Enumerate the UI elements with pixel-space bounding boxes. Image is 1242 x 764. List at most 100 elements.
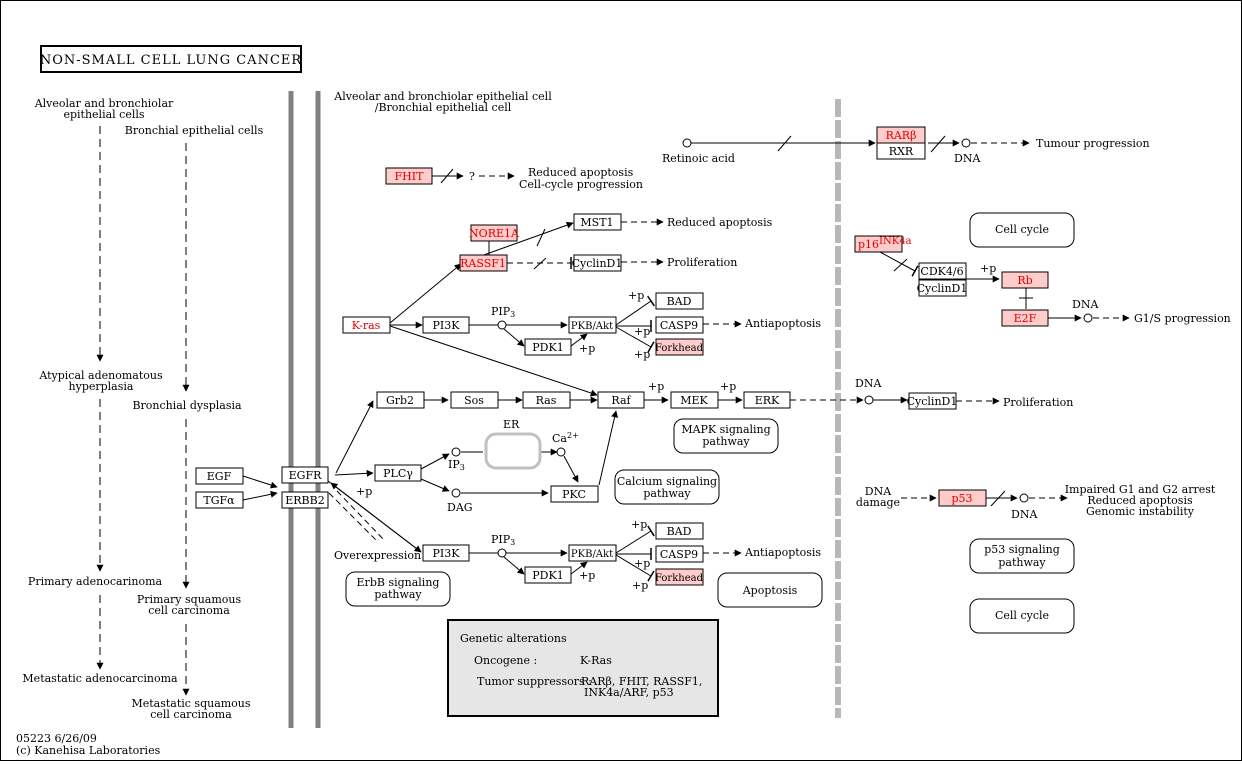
gene-pdk1-b[interactable]: PDK1 [524, 566, 572, 584]
gene-mek[interactable]: MEK [670, 391, 719, 409]
gene-mst1[interactable]: MST1 [573, 213, 622, 231]
gene-rb[interactable]: Rb [1001, 271, 1049, 289]
footer-copyright: (c) Kanehisa Laboratories [16, 744, 161, 757]
svg-text:pathway: pathway [643, 487, 691, 500]
gene-egfr[interactable]: EGFR [281, 466, 329, 484]
svg-text:PLCγ: PLCγ [383, 467, 413, 480]
svg-text:Raf: Raf [611, 394, 631, 407]
gene-forkhead-a[interactable]: Forkhead [655, 338, 704, 356]
gene-rarb[interactable]: RARβ [876, 126, 926, 144]
gene-erk[interactable]: ERK [743, 391, 791, 409]
svg-text:+p: +p [634, 348, 650, 361]
svg-text:+p: +p [579, 342, 595, 355]
svg-text:PKC: PKC [562, 488, 586, 501]
svg-text:DNA: DNA [954, 152, 981, 165]
svg-text:FHIT: FHIT [395, 170, 425, 183]
atypical-label: Atypical adenomatous [38, 369, 163, 382]
genetic-alterations-legend: Genetic alterations Oncogene : K-Ras Tum… [447, 619, 719, 717]
gene-p16[interactable]: p16INK4a [854, 235, 912, 253]
svg-text:hyperplasia: hyperplasia [69, 380, 134, 393]
svg-text:+p: +p [632, 579, 648, 592]
svg-text:Reduced apoptosis: Reduced apoptosis [1087, 494, 1193, 507]
svg-text:CyclinD1: CyclinD1 [572, 257, 623, 270]
svg-text:p53: p53 [951, 492, 972, 505]
svg-text:MAPK signaling: MAPK signaling [681, 423, 770, 436]
svg-text:PDK1: PDK1 [532, 569, 563, 582]
gene-bad-b[interactable]: BAD [655, 522, 704, 540]
gene-p53[interactable]: p53 [938, 489, 987, 507]
gene-pi3k-a[interactable]: PI3K [422, 316, 470, 334]
svg-text:pathway: pathway [998, 556, 1046, 569]
svg-text:BAD: BAD [667, 295, 692, 308]
gene-rassf1[interactable]: RASSF1 [459, 254, 508, 272]
svg-text:CDK4/6: CDK4/6 [920, 265, 963, 278]
svg-text:Cell cycle: Cell cycle [995, 223, 1049, 236]
svg-text:EGFR: EGFR [289, 469, 322, 482]
gene-e2f[interactable]: E2F [1001, 309, 1049, 327]
svg-text:Ca2+: Ca2+ [552, 431, 579, 445]
gene-pi3k-b[interactable]: PI3K [422, 544, 470, 562]
svg-text:PIP3: PIP3 [491, 305, 515, 319]
gene-forkhead-b[interactable]: Forkhead [655, 568, 704, 586]
svg-text:Impaired G1 and G2 arrest: Impaired G1 and G2 arrest [1065, 483, 1216, 496]
gene-cdk46[interactable]: CDK4/6 [918, 262, 967, 280]
gene-nore1a[interactable]: NORE1A [469, 224, 520, 242]
svg-text:Apoptosis: Apoptosis [742, 584, 798, 597]
svg-text:+p: +p [631, 518, 647, 531]
svg-text:ERK: ERK [755, 394, 780, 407]
map-cell-cycle-2[interactable]: Cell cycle [969, 598, 1075, 634]
gene-tgfa[interactable]: TGFα [195, 491, 244, 509]
svg-text:TGFα: TGFα [203, 494, 235, 507]
diagram-title: NON-SMALL CELL LUNG CANCER [40, 45, 303, 73]
svg-text:Antiapoptosis: Antiapoptosis [744, 546, 821, 559]
er-compartment [484, 432, 542, 470]
svg-text:DNA: DNA [1011, 508, 1038, 521]
svg-text:ErbB signaling: ErbB signaling [357, 576, 440, 589]
gene-plcg[interactable]: PLCγ [374, 464, 422, 482]
svg-text:+p: +p [648, 380, 664, 393]
svg-text:Cell cycle: Cell cycle [995, 609, 1049, 622]
gene-grb2[interactable]: Grb2 [376, 391, 425, 409]
gene-cyclind1-b[interactable]: CyclinD1 [907, 392, 958, 410]
gene-bad-a[interactable]: BAD [655, 292, 704, 310]
gene-pkb-b[interactable]: PKB/Akt [568, 544, 617, 562]
svg-text:PDK1: PDK1 [532, 341, 563, 354]
bronchial-dysplasia-label: Bronchial dysplasia [132, 399, 242, 412]
svg-text:CASP9: CASP9 [660, 548, 698, 561]
map-apoptosis[interactable]: Apoptosis [717, 572, 823, 608]
svg-text:PI3K: PI3K [433, 547, 461, 560]
svg-text:CyclinD1: CyclinD1 [917, 282, 968, 295]
gene-pdk1-a[interactable]: PDK1 [524, 338, 572, 356]
alveolar-label: Alveolar and bronchiolar [34, 97, 174, 110]
labels: ? Reduced apoptosis Cell-cycle progressi… [334, 137, 1231, 592]
gene-cyclind1-a[interactable]: CyclinD1 [572, 254, 623, 272]
gene-ras[interactable]: Ras [522, 391, 571, 409]
gene-pkc[interactable]: PKC [550, 485, 599, 503]
gene-pkb-a[interactable]: PKB/Akt [568, 316, 617, 334]
svg-text:Proliferation: Proliferation [667, 256, 737, 269]
svg-text:Forkhead: Forkhead [655, 343, 704, 354]
svg-text:Overexpression: Overexpression [334, 549, 421, 562]
gene-rxr[interactable]: RXR [876, 142, 926, 160]
map-cell-cycle-1[interactable]: Cell cycle [969, 212, 1075, 248]
svg-text:Tumor suppressors :: Tumor suppressors : [477, 675, 592, 688]
svg-text:NORE1A: NORE1A [469, 227, 520, 240]
gene-casp9-b[interactable]: CASP9 [655, 545, 704, 563]
primary-squamous-label: Primary squamous [137, 593, 242, 606]
svg-text:Rb: Rb [1017, 274, 1032, 287]
gene-cyclind1-c[interactable]: CyclinD1 [917, 279, 968, 297]
svg-text:NON-SMALL CELL LUNG CANCER: NON-SMALL CELL LUNG CANCER [40, 53, 303, 68]
gene-fhit[interactable]: FHIT [385, 167, 433, 185]
gene-kras[interactable]: K-ras [342, 316, 391, 334]
gene-raf[interactable]: Raf [597, 391, 645, 409]
gene-sos[interactable]: Sos [450, 391, 499, 409]
gene-casp9-a[interactable]: CASP9 [655, 316, 704, 334]
svg-text:INK4a/ARF, p53: INK4a/ARF, p53 [584, 686, 674, 699]
gene-erbb2[interactable]: ERBB2 [281, 491, 329, 509]
gene-egf[interactable]: EGF [195, 467, 244, 485]
